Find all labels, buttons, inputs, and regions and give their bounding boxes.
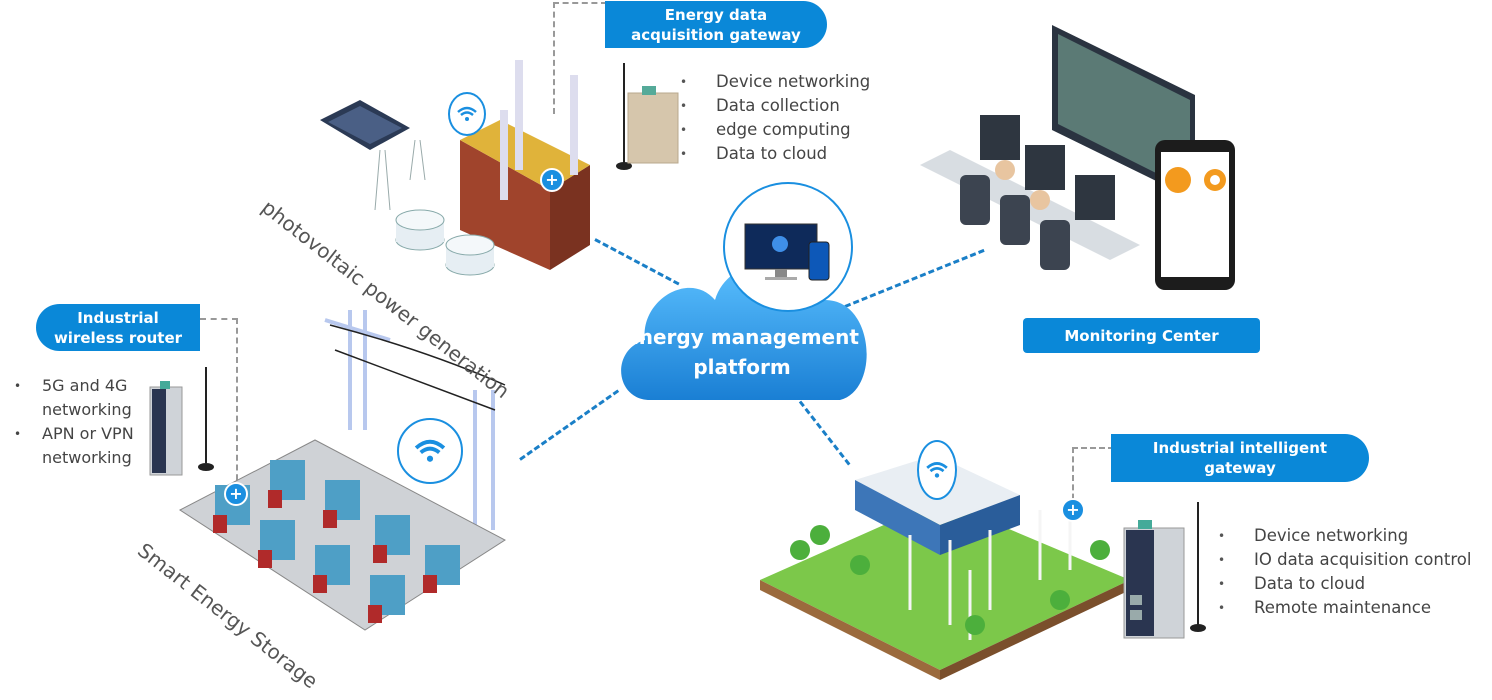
monitoring-center-illustration	[910, 20, 1240, 310]
solar-panels	[320, 100, 410, 150]
intelligent-gateway-label-line1: Industrial intelligent	[1152, 439, 1328, 457]
feature-line: networking	[42, 400, 132, 419]
leader-energy-gateway	[553, 2, 607, 114]
cloud-title: Energy management platform	[612, 322, 872, 382]
pylon-small	[374, 139, 426, 211]
feature-item: Data to cloud	[680, 142, 870, 166]
energy-gateway-features: Device networking Data collection edge c…	[680, 70, 870, 166]
dashboard-preview-circle	[723, 182, 853, 312]
intelligent-gateway-device	[1120, 500, 1210, 640]
cloud-title-line2: platform	[693, 355, 791, 379]
leader-wireless-router	[200, 318, 238, 490]
monitoring-center-label-text: Monitoring Center	[1064, 326, 1219, 345]
wifi-icon-plant	[448, 92, 486, 136]
leader-intelligent-gateway	[1072, 447, 1114, 509]
intelligent-gateway-label-line2: gateway	[1204, 459, 1276, 477]
wireless-router-label: Industrial wireless router	[36, 304, 200, 351]
feature-item: edge computing	[680, 118, 870, 142]
wind-farm-illustration	[760, 440, 1130, 680]
trees	[790, 525, 1110, 635]
add-node-icon-storage[interactable]: +	[224, 482, 248, 506]
intelligent-gateway-features: Device networking IO data acquisition co…	[1218, 524, 1471, 620]
operators	[960, 160, 1070, 270]
feature-line: networking	[42, 448, 132, 467]
transmission-pylons	[324, 310, 506, 530]
wifi-icon-storage	[397, 418, 463, 484]
wifi-icon-wind	[917, 440, 957, 500]
feature-item: Data collection	[680, 94, 870, 118]
wireless-router-label-line2: wireless router	[53, 328, 183, 347]
cloud-title-line1: Energy management	[625, 325, 859, 349]
smartphone	[1155, 140, 1235, 290]
wireless-router-label-line1: Industrial	[77, 308, 159, 327]
feature-item: Device networking	[680, 70, 870, 94]
feature-line: APN or VPN	[42, 424, 134, 443]
wireless-router-device	[148, 365, 218, 477]
feature-item: IO data acquisition control	[1218, 548, 1471, 572]
add-node-icon-plant[interactable]: +	[540, 168, 564, 192]
add-node-icon-wind[interactable]: +	[1061, 498, 1085, 522]
energy-gateway-label-line2: acquisition gateway	[631, 25, 801, 44]
energy-gateway-device	[616, 58, 686, 173]
feature-line: 5G and 4G	[42, 376, 128, 395]
intelligent-gateway-label: Industrial intelligent gateway	[1111, 434, 1369, 482]
storage-tanks	[395, 209, 495, 276]
feature-item: Device networking	[1218, 524, 1471, 548]
feature-item: Remote maintenance	[1218, 596, 1471, 620]
monitoring-center-label: Monitoring Center	[1023, 318, 1260, 353]
energy-gateway-label: Energy data acquisition gateway	[605, 1, 827, 48]
wireless-router-features: • 5G and 4G networking • APN or VPN netw…	[14, 374, 134, 470]
power-plant-illustration	[320, 40, 600, 280]
energy-gateway-label-line1: Energy data	[664, 5, 768, 24]
dashboard-monitor-icon	[744, 223, 830, 281]
feature-item: Data to cloud	[1218, 572, 1471, 596]
